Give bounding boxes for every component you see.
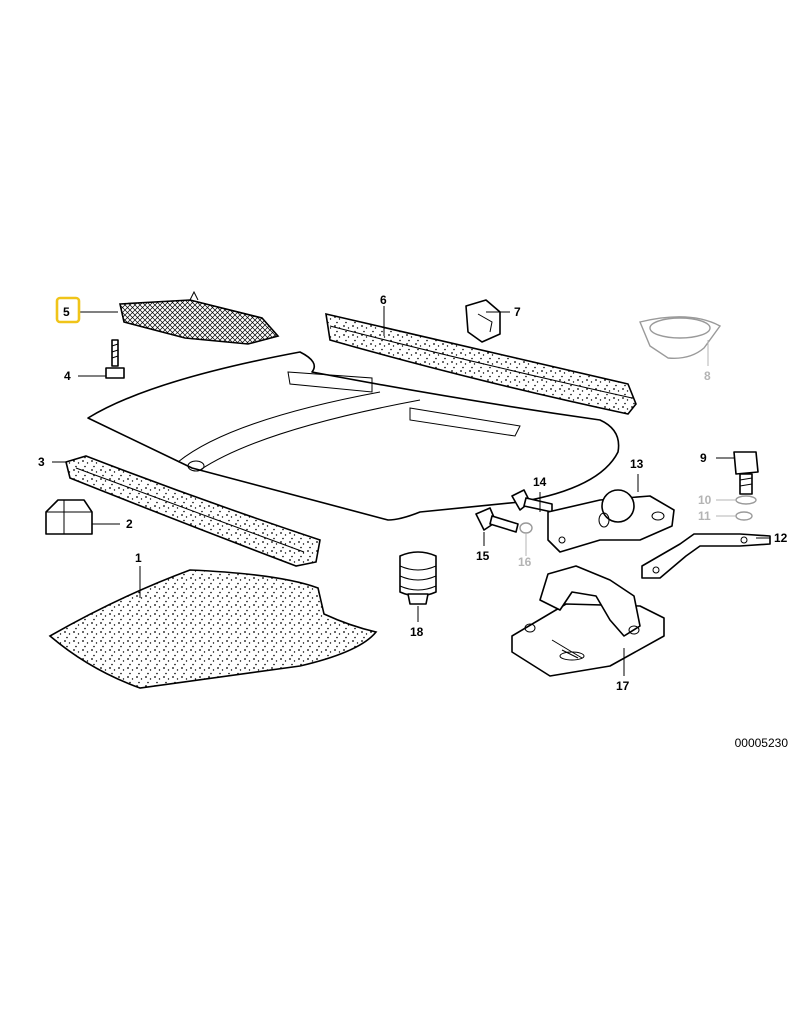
- callout-13[interactable]: 13: [630, 457, 644, 471]
- part-7-clip[interactable]: [465, 299, 501, 343]
- leader-lines: [52, 306, 770, 676]
- part-1-insulation-mat[interactable]: [48, 569, 378, 689]
- callout-17[interactable]: 17: [616, 679, 630, 693]
- callout-3[interactable]: 3: [38, 455, 45, 469]
- callout-12[interactable]: 12: [774, 531, 788, 545]
- part-3-front-seal[interactable]: [65, 455, 321, 567]
- part-8-buffer-cup[interactable]: [639, 316, 722, 359]
- callout-11[interactable]: 11: [698, 509, 711, 523]
- callout-15[interactable]: 15: [476, 549, 490, 563]
- part-11-washer[interactable]: [735, 511, 753, 521]
- part-2-rubber-buffer[interactable]: [45, 499, 93, 535]
- part-18-bellow[interactable]: [399, 551, 437, 605]
- callout-6[interactable]: 6: [380, 293, 387, 307]
- part-12-bracket-strap[interactable]: [641, 533, 771, 579]
- part-5-mesh-panel[interactable]: [119, 290, 280, 345]
- callout-18[interactable]: 18: [410, 625, 424, 639]
- part-15-bolt[interactable]: [475, 507, 519, 533]
- part-17-lock[interactable]: [511, 565, 665, 677]
- drawing-number: 00005230: [734, 736, 788, 750]
- part-10-washer[interactable]: [735, 495, 757, 505]
- callout-10[interactable]: 10: [698, 493, 712, 507]
- callout-9[interactable]: 9: [700, 451, 707, 465]
- callout-labels: 1 2 3 4 5 6 7 8 9 10 11 12 13 14 15 16 1…: [38, 293, 788, 693]
- part-4-screw[interactable]: [105, 339, 125, 379]
- callout-8[interactable]: 8: [704, 369, 711, 383]
- callout-5[interactable]: 5: [63, 305, 70, 319]
- callout-7[interactable]: 7: [514, 305, 521, 319]
- part-13-hinge[interactable]: [547, 489, 675, 553]
- part-16-washer[interactable]: [519, 522, 533, 534]
- callout-5-highlight: [55, 296, 81, 324]
- part-9-bolt[interactable]: [733, 451, 759, 495]
- callout-4[interactable]: 4: [64, 369, 71, 383]
- callout-14[interactable]: 14: [533, 475, 547, 489]
- part-6-seal-strip[interactable]: [325, 312, 637, 415]
- callout-1[interactable]: 1: [135, 551, 142, 565]
- callout-16[interactable]: 16: [518, 555, 532, 569]
- callout-2[interactable]: 2: [126, 517, 133, 531]
